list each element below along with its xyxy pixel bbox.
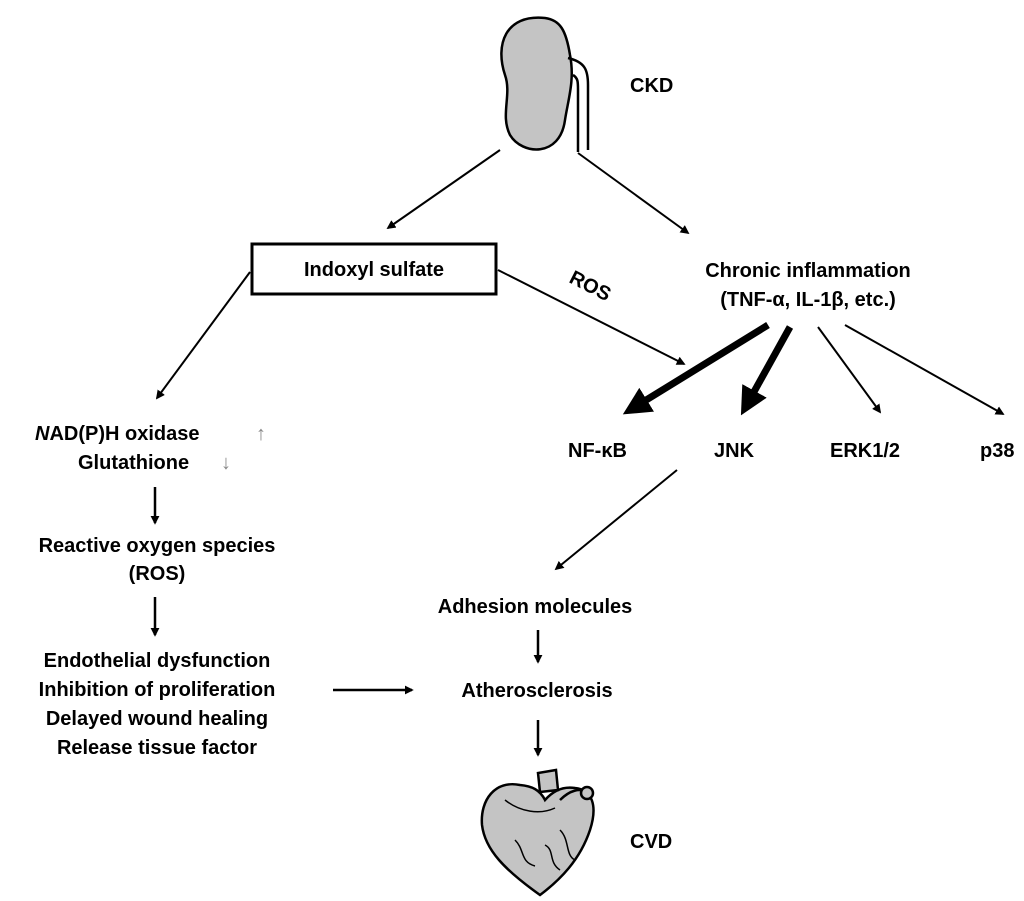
inflammation-to-jnk-arrow [740,325,794,416]
heart-icon [480,768,595,897]
nfkb-label: NF-κB [568,440,627,462]
jnk-label: JNK [714,440,755,462]
cvd-label: CVD [630,831,672,853]
indoxyl-sulfate-box [250,242,498,296]
indoxyl-sulfate-label: Indoxyl sulfate [304,259,444,281]
cytokines-label: (TNF-α, IL-1β, etc.) [720,289,896,311]
effect-release-tissue-factor: Release tissue factor [57,737,257,759]
ros-edge-label: ROS [566,267,615,306]
ckd-to-indoxyl-arrow [386,149,501,230]
up-indicator-icon: ↑ [256,423,266,445]
ckd-to-inflammation-arrow [577,152,690,235]
effect-delayed-wound-healing: Delayed wound healing [46,708,268,730]
kidney-icon [500,16,590,152]
inflammation-to-nfkb-arrow [622,322,770,415]
p38-label: p38 [980,440,1014,462]
effect-inhibition-proliferation: Inhibition of proliferation [39,679,276,701]
jnk-to-adhesion-arrow [554,469,678,571]
indoxyl-to-nfkb-ros-arrow [497,269,686,365]
erk-label: ERK1/2 [830,440,900,462]
atherosclerosis-label: Atherosclerosis [461,680,612,702]
glutathione-label: Glutathione [78,452,189,474]
adhesion-molecules-label: Adhesion molecules [438,596,633,618]
chronic-inflammation-label: Chronic inflammation [705,260,911,282]
inflammation-to-p38-arrow [844,324,1005,415]
reactive-oxygen-species-label: Reactive oxygen species [39,535,276,557]
inflammation-to-erk-arrow [817,326,882,414]
ros-abbrev-label: (ROS) [129,563,186,585]
ckd-label: CKD [630,75,673,97]
effect-endothelial-dysfunction: Endothelial dysfunction [44,650,271,672]
nadph-oxidase-label: NAD(P)H oxidase [35,423,199,445]
down-indicator-icon: ↓ [221,452,231,474]
indoxyl-to-nadph-arrow [155,271,251,400]
